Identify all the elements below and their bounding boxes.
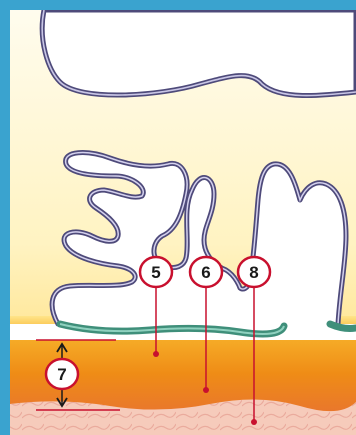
callout-8-label: 8 [249,263,258,282]
upper-lobe-structure [42,10,356,96]
callout-5-label: 5 [151,263,160,282]
callout-7: 7 [46,359,78,389]
callout-5: 5 [140,257,172,287]
leader-dot-6 [203,387,209,393]
frame-border-top [0,0,356,10]
callout-6-label: 6 [201,263,210,282]
callout-6: 6 [190,257,222,287]
leader-dot-5 [153,351,159,357]
leader-dot-8 [251,419,257,425]
frame-border-left [0,0,10,435]
callout-7-label: 7 [57,365,66,384]
callout-8: 8 [238,257,270,287]
